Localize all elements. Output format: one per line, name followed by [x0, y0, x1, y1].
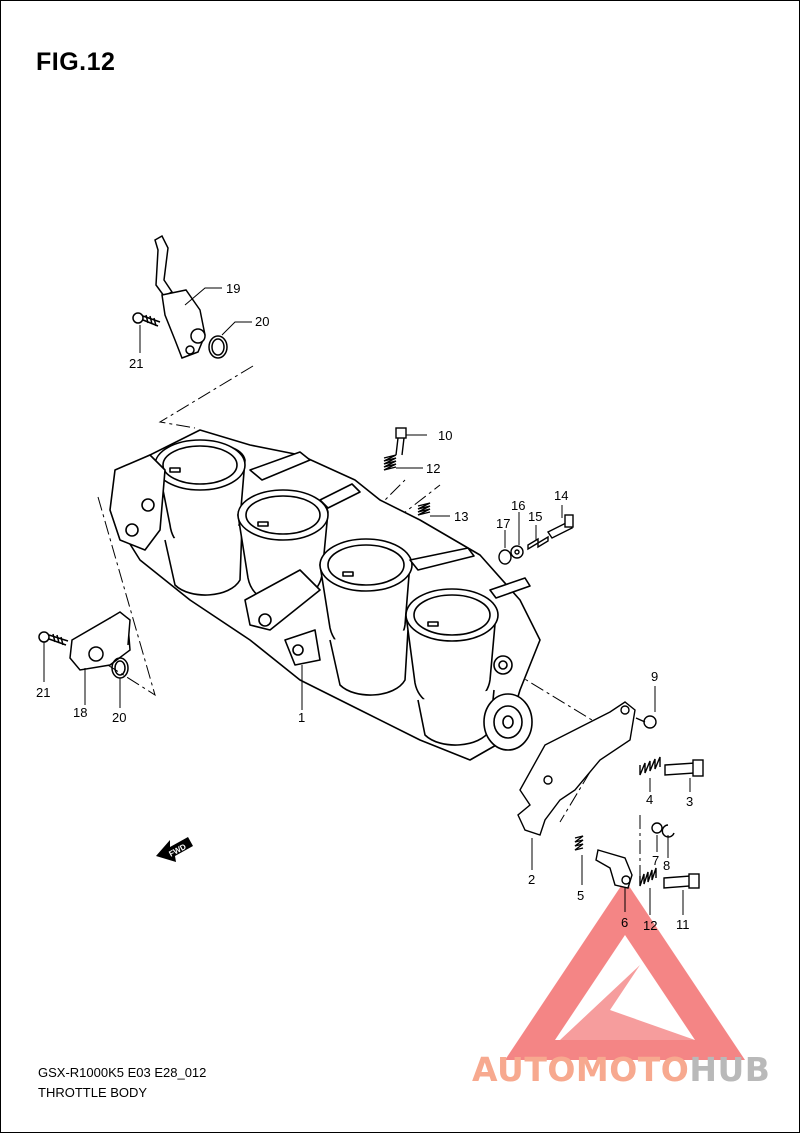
- callout-5: 5: [577, 888, 584, 903]
- callout-19: 19: [226, 281, 240, 296]
- watermark-logo: [505, 880, 745, 1060]
- footer-name: THROTTLE BODY: [38, 1085, 148, 1100]
- right-small-parts: [383, 427, 704, 889]
- callout-12a: 12: [426, 461, 440, 476]
- watermark-part2: HUB: [689, 1050, 771, 1089]
- callout-9: 9: [651, 669, 658, 684]
- sensor-18: [38, 611, 131, 679]
- watermark-part1: AUTOMOTO: [472, 1050, 690, 1089]
- callout-10: 10: [438, 428, 452, 443]
- callout-20b: 20: [112, 710, 126, 725]
- watermark-text: AUTOMOTOHUB: [472, 1050, 770, 1089]
- callout-15: 15: [528, 509, 542, 524]
- callout-4: 4: [646, 792, 653, 807]
- callout-17: 17: [496, 516, 510, 531]
- fwd-arrow: FWD: [156, 837, 193, 862]
- callout-labels: 1 2 3 4 5 6 7 8 9 10 11 12 12 13 14 15 1…: [36, 281, 693, 933]
- sensor-19: [132, 234, 228, 359]
- callout-7: 7: [652, 853, 659, 868]
- callout-20a: 20: [255, 314, 269, 329]
- callout-11: 11: [676, 917, 690, 932]
- callout-16: 16: [511, 498, 525, 513]
- callout-21a: 21: [129, 356, 143, 371]
- callout-12b: 12: [643, 918, 657, 933]
- callout-2: 2: [528, 872, 535, 887]
- callout-13: 13: [454, 509, 468, 524]
- callout-21b: 21: [36, 685, 50, 700]
- callout-6: 6: [621, 915, 628, 930]
- callout-3: 3: [686, 794, 693, 809]
- figure-title: FIG.12: [36, 48, 116, 76]
- leader-lines: [43, 287, 691, 915]
- callout-18: 18: [73, 705, 87, 720]
- footer-model: GSX-R1000K5 E03 E28_012: [38, 1065, 207, 1080]
- callout-8: 8: [663, 858, 670, 873]
- throttle-body-assembly: [109, 429, 541, 761]
- callout-1: 1: [298, 710, 305, 725]
- callout-14: 14: [554, 488, 568, 503]
